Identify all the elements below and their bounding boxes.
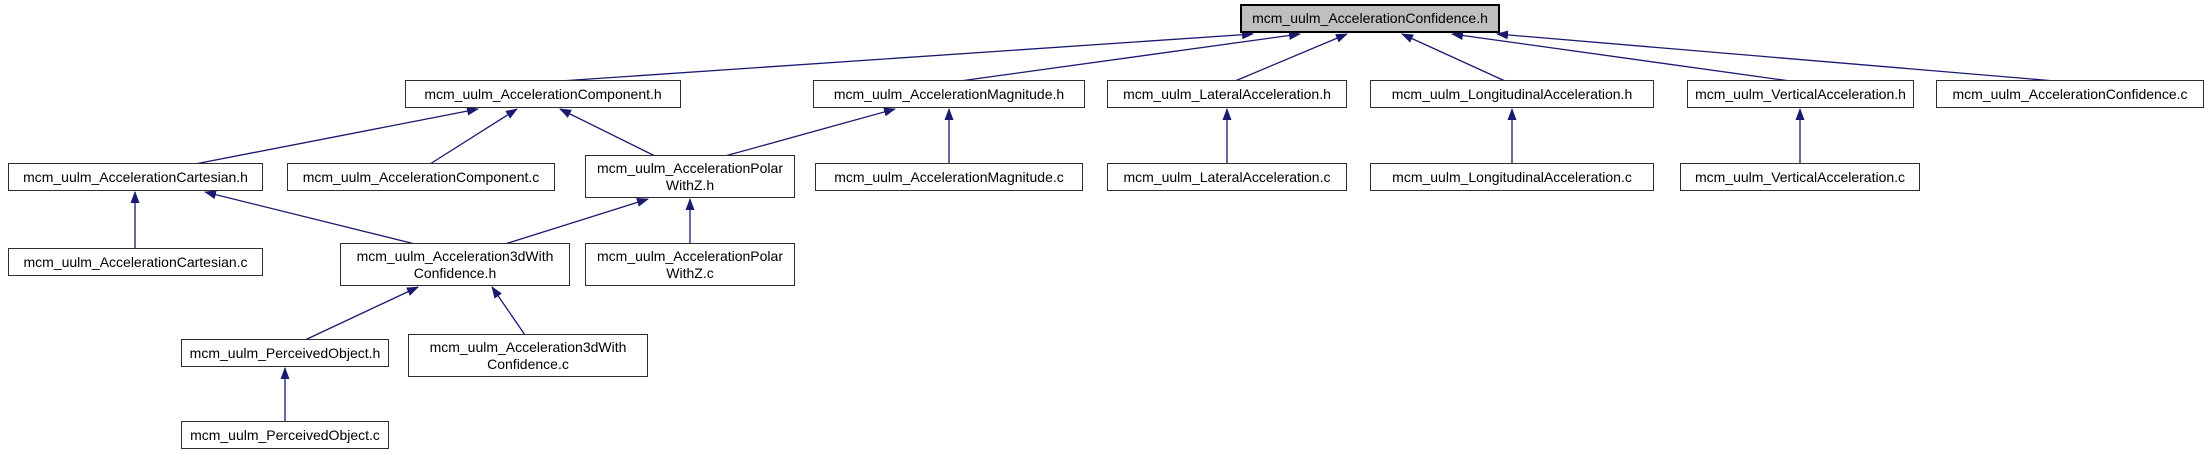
graph-node-lateral-h[interactable]: mcm_uulm_LateralAcceleration.h xyxy=(1107,80,1347,108)
edge-lateral_h-to-confidence_h xyxy=(1234,33,1348,82)
graph-node-component-h[interactable]: mcm_uulm_AccelerationComponent.h xyxy=(405,80,681,108)
graph-node-lateral-c[interactable]: mcm_uulm_LateralAcceleration.c xyxy=(1107,163,1347,191)
graph-node-magnitude-h[interactable]: mcm_uulm_AccelerationMagnitude.h xyxy=(813,80,1085,108)
edge-acc3dwith_c-to-acc3dwith_h xyxy=(491,286,526,336)
edge-component_h-to-confidence_h xyxy=(559,30,1254,82)
graph-node-longitudinal-c[interactable]: mcm_uulm_LongitudinalAcceleration.c xyxy=(1370,163,1654,191)
graph-node-confidence-c[interactable]: mcm_uulm_AccelerationConfidence.c xyxy=(1936,80,2204,108)
edge-confidence_c-to-confidence_h xyxy=(1496,30,2056,82)
graph-node-cartesian-c[interactable]: mcm_uulm_AccelerationCartesian.c xyxy=(8,248,263,276)
edge-vertical_h-to-confidence_h xyxy=(1451,31,1791,82)
graph-node-vertical-h[interactable]: mcm_uulm_VerticalAcceleration.h xyxy=(1687,80,1914,108)
graph-node-polarwithz-c[interactable]: mcm_uulm_AccelerationPolar WithZ.c xyxy=(585,243,795,286)
edge-longitudinal_h-to-confidence_h xyxy=(1401,33,1506,82)
graph-node-acc3dwith-h[interactable]: mcm_uulm_Acceleration3dWith Confidence.h xyxy=(340,243,570,286)
edge-polarwithz_h-to-component_h xyxy=(559,108,656,157)
graph-node-longitudinal-h[interactable]: mcm_uulm_LongitudinalAcceleration.h xyxy=(1370,80,1654,108)
graph-node-component-c[interactable]: mcm_uulm_AccelerationComponent.c xyxy=(287,163,555,191)
edge-perceived_h-to-acc3dwith_h xyxy=(304,286,419,341)
graph-node-perceived-h[interactable]: mcm_uulm_PerceivedObject.h xyxy=(181,339,389,367)
graph-node-confidence-h: mcm_uulm_AccelerationConfidence.h xyxy=(1240,4,1500,33)
edge-component_c-to-component_h xyxy=(429,108,518,165)
graph-node-magnitude-c[interactable]: mcm_uulm_AccelerationMagnitude.c xyxy=(815,163,1083,191)
graph-node-cartesian-h[interactable]: mcm_uulm_AccelerationCartesian.h xyxy=(8,163,263,191)
graph-node-polarwithz-h[interactable]: mcm_uulm_AccelerationPolar WithZ.h xyxy=(585,155,795,198)
edge-magnitude_h-to-confidence_h xyxy=(959,31,1301,82)
edge-polarwithz_h-to-magnitude_h xyxy=(724,107,896,157)
graph-node-vertical-c[interactable]: mcm_uulm_VerticalAcceleration.c xyxy=(1680,163,1920,191)
graph-node-perceived-c[interactable]: mcm_uulm_PerceivedObject.c xyxy=(181,421,389,449)
edge-acc3dwith_h-to-polarwithz_h xyxy=(504,198,649,245)
edge-acc3dwith_h-to-cartesian_h xyxy=(204,190,416,245)
graph-node-acc3dwith-c[interactable]: mcm_uulm_Acceleration3dWith Confidence.c xyxy=(408,334,648,377)
edge-cartesian_h-to-component_h xyxy=(194,106,479,165)
